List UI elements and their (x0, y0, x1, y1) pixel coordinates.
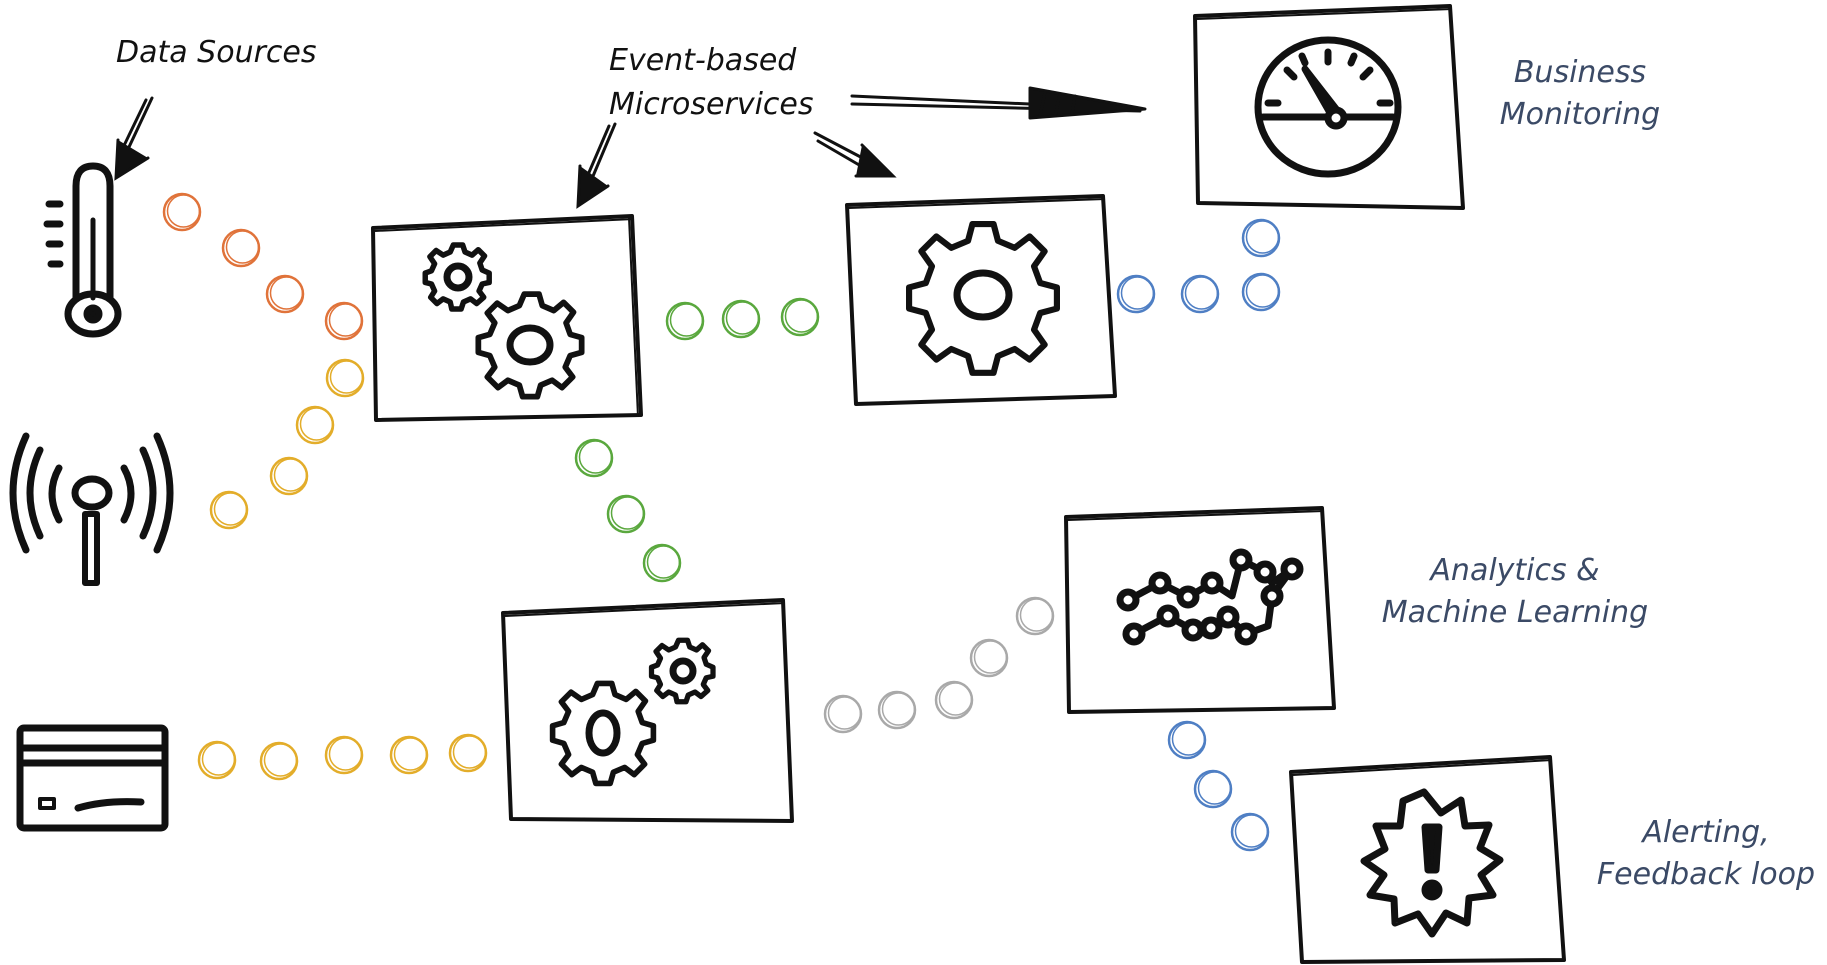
connector-dot-stroke (1120, 276, 1155, 310)
connector-dot-stroke (328, 737, 363, 771)
yellow-chain-antenna (209, 358, 365, 530)
gear-icon (906, 221, 1060, 376)
connector-dot-stroke (1171, 722, 1206, 756)
connector-dot-stroke (610, 496, 645, 530)
business-monitoring-box (1193, 4, 1465, 210)
connector-dot-stroke (646, 545, 681, 579)
connector-dot-stroke (1019, 598, 1054, 632)
data-sources-label: Data Sources (116, 35, 317, 70)
business-monitoring-line-2: Monitoring (1499, 97, 1661, 132)
connector-dot-stroke (1197, 771, 1232, 805)
connector-dot-stroke (669, 303, 704, 337)
connector-dot-stroke (725, 301, 760, 335)
connectors (162, 192, 1281, 852)
connector-dot-stroke (938, 682, 973, 716)
connector-dot-stroke (1184, 276, 1219, 310)
green-chain-horizontal (665, 297, 820, 341)
yellow-chain-card (197, 733, 488, 781)
green-chain-vertical (574, 438, 682, 583)
connector-dot-stroke (578, 440, 613, 474)
connector-dot-stroke (452, 735, 487, 769)
connector-dot-stroke (213, 492, 248, 526)
blue-chain-alerting (1167, 720, 1270, 852)
alerting-line-2: Feedback loop (1596, 857, 1816, 892)
orange-chain (162, 192, 364, 341)
event-based-label: Event-based (609, 43, 797, 78)
gears-icon-2 (549, 637, 716, 787)
microservices-label: Microservices (609, 87, 814, 122)
alerting-line-1: Alerting, (1642, 815, 1770, 850)
gears-icon (422, 242, 585, 400)
connector-dot-stroke (329, 360, 364, 394)
connector-dot-stroke (273, 458, 308, 492)
business-monitoring-line-1: Business (1513, 55, 1647, 90)
card-reader-icon (16, 724, 169, 832)
connector-dot-stroke (881, 692, 916, 726)
connector-dot-stroke (201, 742, 236, 776)
connector-dot-stroke (328, 303, 363, 337)
analytics-line-1: Analytics & (1430, 553, 1600, 588)
microservice-2-box (845, 194, 1117, 406)
connector-dot-stroke (263, 743, 298, 777)
gauge-icon (1254, 36, 1402, 178)
connector-dot-stroke (1245, 220, 1280, 254)
event-based-arrow-2 (813, 131, 897, 178)
line-chart-icon (1116, 548, 1304, 646)
thermometer-icon (43, 162, 122, 338)
alert-icon (1360, 788, 1504, 938)
connector-dot-stroke (269, 276, 304, 310)
connector-dot-stroke (1245, 274, 1280, 308)
connector-dot-stroke (1234, 814, 1269, 848)
antenna-icon (9, 432, 174, 586)
alerting-box (1289, 755, 1566, 964)
microservice-3-box (501, 598, 794, 823)
business-monitoring-label: Business Monitoring (1480, 52, 1680, 136)
connector-dot-stroke (299, 407, 334, 441)
event-based-arrow-1 (576, 122, 617, 209)
analytics-box (1064, 506, 1336, 714)
business-monitoring-arrow (850, 86, 1147, 120)
connector-dot-stroke (827, 696, 862, 730)
gray-chain (823, 596, 1055, 734)
analytics-line-2: Machine Learning (1381, 595, 1649, 630)
connector-dot-stroke (225, 230, 260, 264)
microservice-1-box (371, 214, 643, 422)
connector-dot-stroke (393, 737, 428, 771)
arrows (114, 86, 1147, 209)
analytics-label: Analytics & Machine Learning (1350, 550, 1680, 634)
alerting-label: Alerting, Feedback loop (1586, 812, 1826, 896)
connector-dot-stroke (166, 194, 201, 228)
data-sources-arrow (114, 96, 154, 181)
blue-chain-monitoring (1116, 218, 1281, 314)
connector-dot-stroke (973, 640, 1008, 674)
connector-dot-stroke (784, 299, 819, 333)
